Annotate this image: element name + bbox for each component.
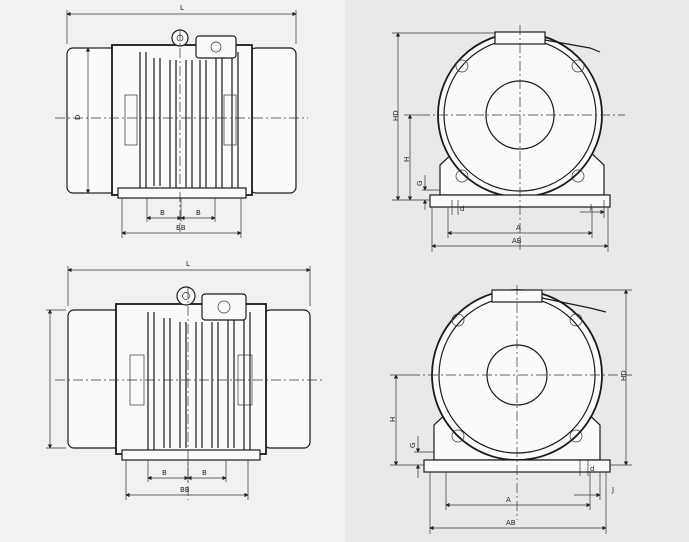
label-B-bottom-1: B: [162, 469, 167, 477]
label-BB-top: BB: [176, 224, 186, 232]
label-AB-bottom: AB: [506, 519, 516, 527]
label-HD-bottom: HD: [620, 370, 628, 381]
label-H-top: H: [403, 157, 411, 162]
label-B-top-2: B: [196, 209, 201, 217]
end-view-bottom: [390, 285, 632, 534]
label-d-bottom: d: [590, 465, 594, 473]
label-BB-bottom: BB: [180, 486, 190, 494]
label-A-bottom: A: [506, 496, 511, 504]
label-J-bottom: J: [611, 486, 614, 494]
label-d-top: d: [460, 205, 464, 213]
label-D-top: D: [74, 115, 82, 120]
side-view-top: [55, 10, 308, 238]
label-B-bottom-2: B: [202, 469, 207, 477]
label-H-bottom: H: [389, 417, 397, 422]
label-HD-top: HD: [392, 110, 400, 121]
label-L-bottom: L: [186, 260, 190, 268]
label-L-top: L: [180, 4, 184, 12]
end-view-top: [392, 25, 625, 252]
label-G-top: G: [416, 181, 424, 186]
label-A-top: A: [516, 224, 521, 232]
label-J-top: J: [589, 203, 592, 211]
label-G-bottom: G: [409, 443, 417, 448]
label-AB-top: AB: [512, 237, 522, 245]
side-view-bottom: [46, 266, 322, 500]
label-B-top-1: B: [160, 209, 165, 217]
